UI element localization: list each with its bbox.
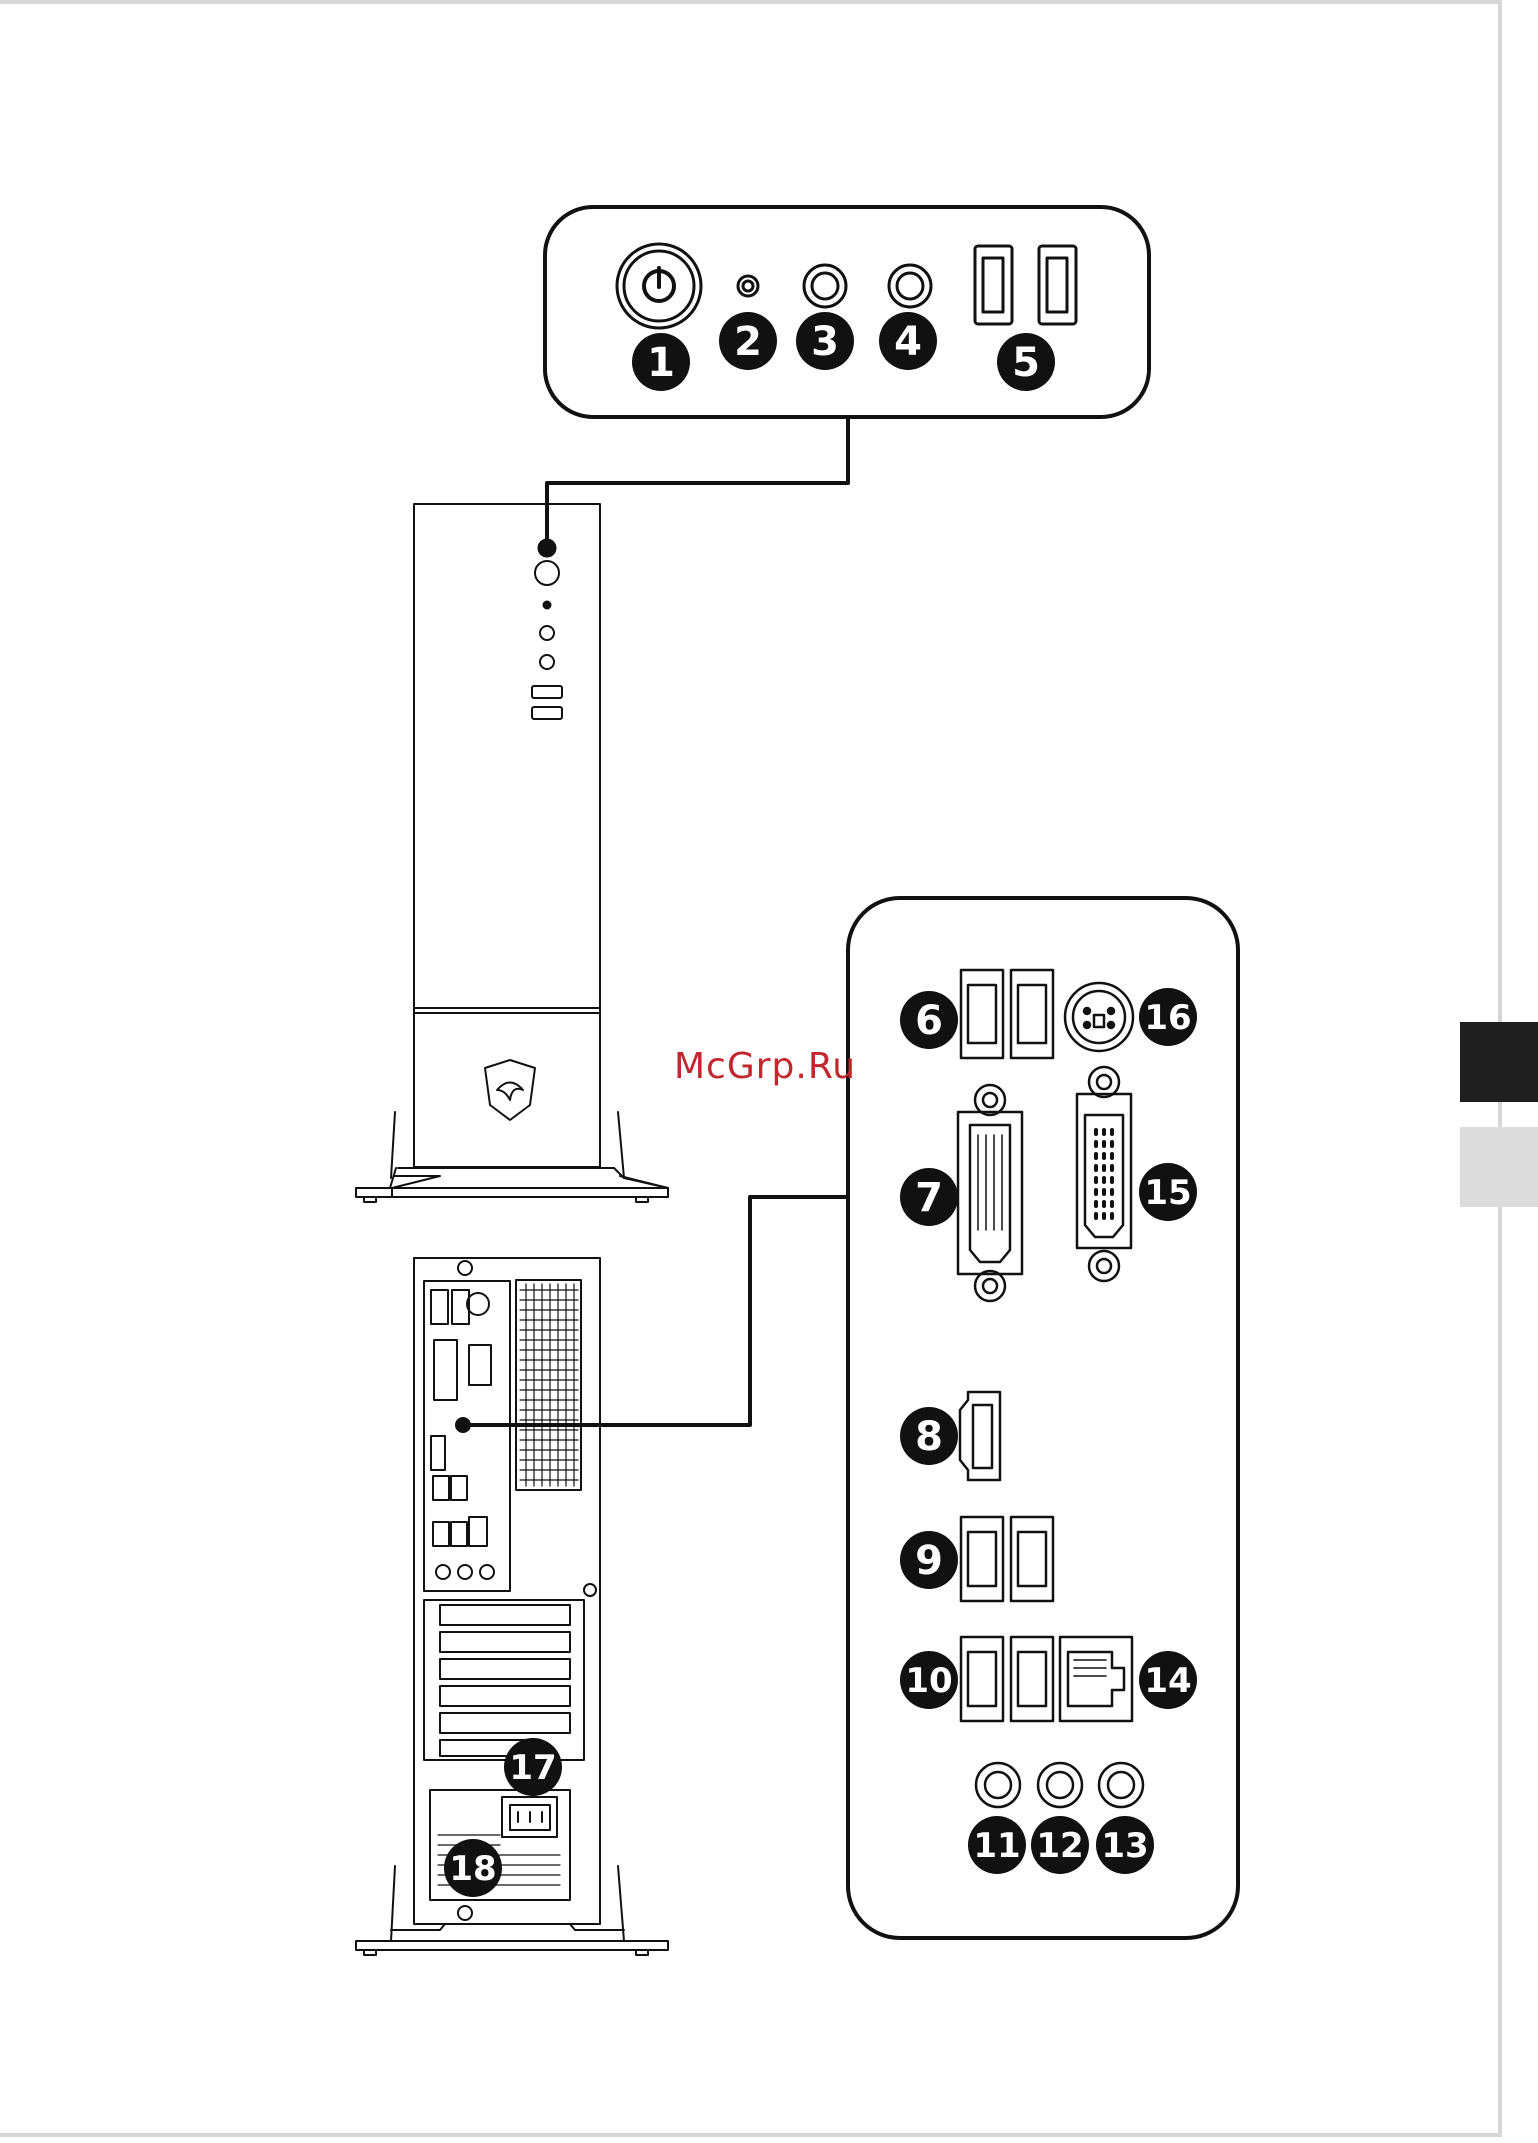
mic-jack-icon [889,265,931,307]
svg-text:15: 15 [1144,1173,1191,1213]
callout-badge-14: 14 [1139,1651,1197,1709]
front-usb-icon [975,246,1076,324]
svg-text:1: 1 [647,340,675,386]
svg-text:17: 17 [509,1748,556,1788]
svg-text:18: 18 [449,1849,496,1889]
svg-text:14: 14 [1144,1661,1191,1701]
svg-text:13: 13 [1101,1826,1148,1866]
callout-badge-17: 17 [504,1738,562,1796]
svg-text:5: 5 [1012,340,1040,386]
tower-rear-view [356,1258,668,1955]
rear-panel-leader [463,1197,848,1425]
callout-badge-15: 15 [1139,1163,1197,1221]
lan-port-icon [1060,1637,1132,1721]
callout-badge-6: 6 [900,991,958,1049]
callout-badge-13: 13 [1096,1816,1154,1874]
callout-badge-5: 5 [997,333,1055,391]
brand-logo-icon [485,1060,535,1120]
svg-text:7: 7 [915,1175,943,1221]
svg-text:3: 3 [811,319,839,365]
svg-text:6: 6 [915,998,943,1044]
vga-port-icon [1077,1067,1131,1281]
callout-badge-18: 18 [444,1839,502,1897]
callout-badge-11: 11 [968,1816,1026,1874]
callout-badge-4: 4 [879,312,937,370]
hdd-led-icon [738,276,758,296]
svg-text:10: 10 [905,1661,952,1701]
svg-text:12: 12 [1036,1826,1083,1866]
headphone-jack-icon [804,265,846,307]
dvi-port-icon [958,1085,1022,1301]
power-button-icon [617,244,701,328]
callout-badge-9: 9 [900,1531,958,1589]
callout-badge-1: 1 [632,333,690,391]
rear-usb3-icon-lower [961,1637,1053,1721]
svg-text:8: 8 [915,1414,943,1460]
svg-text:16: 16 [1144,998,1191,1038]
svg-text:2: 2 [734,319,762,365]
front-panel-callout [539,207,1149,556]
rear-usb3-icon-upper [961,1517,1053,1601]
displayport-icon [960,1392,1000,1480]
callout-badge-8: 8 [900,1407,958,1465]
callout-badge-2: 2 [719,312,777,370]
tower-front-view [356,504,668,1202]
svg-text:9: 9 [915,1538,943,1584]
audio-jacks-icon [976,1763,1143,1807]
watermark-text: McGrp.Ru [674,1046,856,1087]
callout-badge-16: 16 [1139,988,1197,1046]
callout-badge-10: 10 [900,1651,958,1709]
ps2-port-icon [1065,983,1133,1051]
callout-badge-12: 12 [1031,1816,1089,1874]
svg-text:11: 11 [973,1826,1020,1866]
callout-badge-7: 7 [900,1168,958,1226]
callout-badge-3: 3 [796,312,854,370]
rear-usb2-icon [961,970,1053,1058]
svg-text:4: 4 [894,319,922,365]
